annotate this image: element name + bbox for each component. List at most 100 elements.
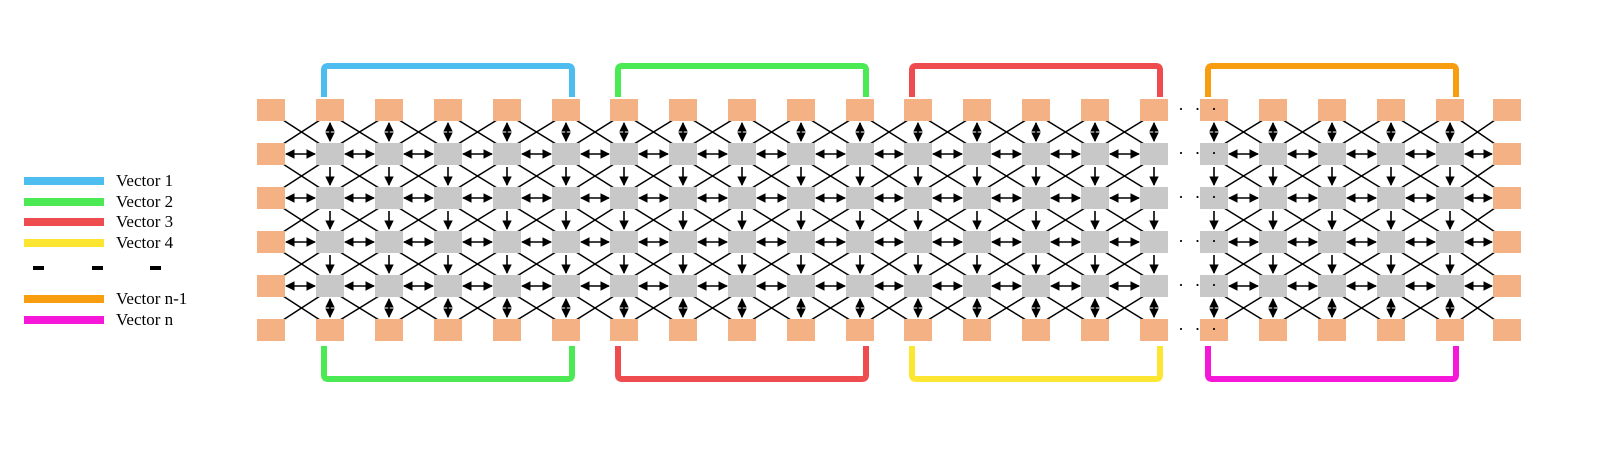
bracket-bottom [1205,346,1459,382]
interconnect-links [282,119,1496,321]
link-line [810,163,851,189]
pe-cell [963,231,991,253]
io-pad [375,99,403,121]
pe-cell [787,143,815,165]
link-line [692,119,733,145]
pe-cell [963,187,991,209]
pe-cell [1081,231,1109,253]
legend-label: Vector 3 [116,212,173,231]
link-line [1223,251,1264,277]
io-pad [1318,319,1346,341]
pe-cell [669,143,697,165]
pe-cell [787,275,815,297]
pe-cell [493,231,521,253]
link-line [516,295,557,321]
bracket-bottom [321,346,575,382]
pe-cell [1200,187,1228,209]
io-pad [434,99,462,121]
pe-cell [904,275,932,297]
io-pad [1081,99,1109,121]
io-pad [669,99,697,121]
io-pad [846,319,874,341]
link-line [986,207,1027,233]
io-pad [904,99,932,121]
link-line [927,163,968,189]
pe-cell [316,275,344,297]
pe-cell [434,231,462,253]
link-line [282,295,321,321]
link-line [1104,251,1145,277]
io-pad-side [257,275,285,297]
array-continuation-ellipses: · · ·· · ·· · ·· · ·· · ·· · · [1178,99,1220,339]
pe-cell [846,231,874,253]
pe-cell [434,187,462,209]
link-line [633,251,674,277]
ellipsis: · · · [1178,231,1220,251]
legend-swatch [24,218,104,226]
pe-cell [1081,275,1109,297]
legend-gap-dash [33,266,44,270]
pe-cell [1377,143,1405,165]
io-pad-side [257,143,285,165]
link-line [1045,295,1086,321]
pe-cell [1259,275,1287,297]
io-pad-side [257,319,285,341]
pe-cell [1436,143,1464,165]
link-line [751,163,792,189]
pe-cell [1200,231,1228,253]
pe-cell [1140,187,1168,209]
io-pad [1377,319,1405,341]
link-line [398,163,439,189]
link-line [282,207,321,233]
bracket-bottom [909,346,1163,382]
link-line [1459,207,1496,233]
link-line [751,295,792,321]
pe-cell [1318,231,1346,253]
io-pad [1436,99,1464,121]
link-line [516,163,557,189]
link-line [692,163,733,189]
link-line [633,119,674,145]
pe-cell [1436,231,1464,253]
io-pad [904,319,932,341]
link-line [1223,207,1264,233]
io-pad [669,319,697,341]
ellipsis: · · · [1178,187,1220,207]
pe-cell [1318,143,1346,165]
pe-cell [610,231,638,253]
pe-cell [1200,275,1228,297]
legend-label: Vector 4 [116,233,174,252]
io-pad [1259,99,1287,121]
link-line [457,295,498,321]
io-pad [552,99,580,121]
pe-cell [610,275,638,297]
io-pad [963,99,991,121]
io-pad [728,99,756,121]
link-line [1045,163,1086,189]
link-line [986,251,1027,277]
pe-cell [1022,187,1050,209]
link-line [1045,119,1086,145]
pe-cell [1022,231,1050,253]
pe-cell [493,187,521,209]
pe-cell [1140,231,1168,253]
link-line [1459,163,1496,189]
link-line [692,207,733,233]
bracket-bottom [615,346,869,382]
link-line [339,163,380,189]
io-pad [963,319,991,341]
io-pad [610,99,638,121]
link-line [1341,251,1382,277]
pe-cell [904,231,932,253]
vector-brackets [321,63,1459,382]
pe-cell [610,143,638,165]
io-pad [316,319,344,341]
io-pad [316,99,344,121]
link-line [1459,119,1496,145]
io-pad [1022,99,1050,121]
pe-cell [375,187,403,209]
link-line [1282,119,1323,145]
link-line [516,207,557,233]
link-line [516,119,557,145]
link-line [575,251,615,277]
